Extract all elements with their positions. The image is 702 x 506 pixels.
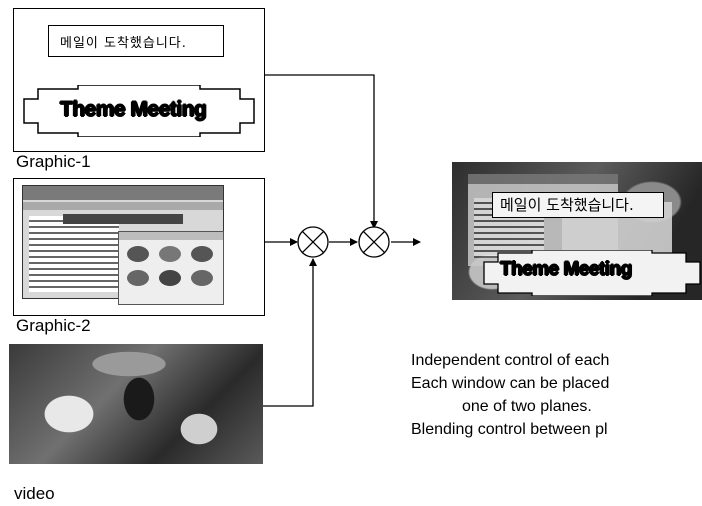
multiply-node-2 — [359, 227, 389, 257]
note-line-4: Blending control between pl — [411, 421, 608, 439]
note-line-2: Each window can be placed — [411, 375, 609, 393]
note-line-3: one of two planes. — [462, 398, 592, 416]
wire-graphic1 — [265, 75, 374, 228]
note-line-1: Independent control of each — [411, 352, 609, 370]
output-message: 메일이 도착했습니다. — [500, 194, 634, 215]
multiply-node-1 — [298, 227, 328, 257]
output-banner: Theme Meeting — [500, 259, 632, 281]
wire-video — [263, 259, 313, 406]
